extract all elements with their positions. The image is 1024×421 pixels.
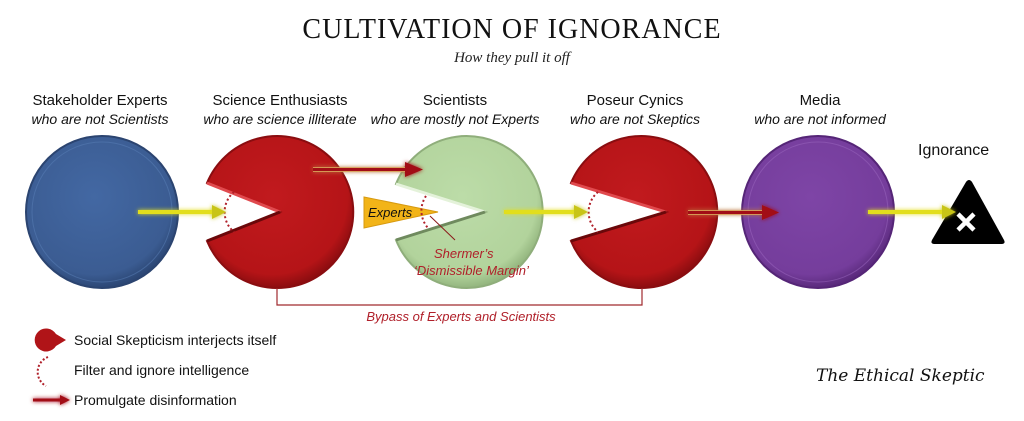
stage-description: who are not informed (754, 111, 886, 127)
warning-x-icon (931, 180, 1005, 244)
red-arrows (313, 162, 779, 220)
filter-arc-icon (223, 191, 235, 233)
stage-description: who are not Skeptics (570, 111, 700, 127)
stage-label-science-enthusiasts: Science Enthusiasts who are science illi… (180, 92, 380, 128)
legend-item-filter: Filter and ignore intelligence (74, 362, 250, 378)
bypass-bracket (276, 288, 643, 306)
stage-label-scientists: Scientists who are mostly not Experts (355, 92, 555, 128)
stage-description: who are science illiterate (203, 111, 357, 127)
legend-item-promulgate: Promulgate disinformation (74, 392, 237, 408)
red-arrow-2 (688, 205, 779, 220)
bypass-label: Bypass of Experts and Scientists (366, 309, 556, 324)
shermer-label-line1: Shermer’s (434, 246, 494, 261)
shermer-pointer-line (429, 215, 456, 241)
stage-label-stakeholder-experts: Stakeholder Experts who are not Scientis… (0, 92, 200, 128)
stage-name: Scientists (422, 92, 488, 109)
yellow-arrow-1 (138, 205, 226, 219)
dotted-arc-icon (36, 356, 49, 387)
yellow-arrow-2 (504, 205, 588, 219)
experts-wedge-label: Experts (368, 205, 413, 220)
pacman-science-enthusiasts (205, 135, 355, 289)
ignorance-label: Ignorance (918, 142, 990, 159)
diagram-subtitle: How they pull it off (454, 50, 570, 66)
stage-label-media: Media who are not informed (720, 92, 920, 128)
shermer-label-line2: ‘Dismissible Margin’ (414, 263, 530, 278)
signature: The Ethical Skeptic (816, 366, 985, 386)
stage-label-poseur-cynics: Poseur Cynics who are not Skeptics (535, 92, 735, 128)
yellow-arrow-3 (868, 205, 956, 219)
stage-name: Stakeholder Experts (32, 92, 168, 109)
experts-wedge (363, 195, 456, 241)
legend-item-social-skepticism: Social Skepticism interjects itself (74, 332, 277, 348)
stage-name: Poseur Cynics (586, 92, 684, 109)
stage-name: Science Enthusiasts (212, 92, 348, 109)
yellow-arrows (138, 205, 956, 219)
legend-icons (33, 328, 70, 405)
pacman-icon (34, 328, 66, 352)
filter-arc-icon (587, 191, 599, 233)
stage-description: who are mostly not Experts (370, 111, 540, 127)
red-arrow-icon (33, 395, 70, 405)
stage-name: Media (799, 92, 841, 109)
red-arrow-1 (313, 162, 423, 177)
stage-description: who are not Scientists (31, 111, 169, 127)
diagram-title: CULTIVATION OF IGNORANCE (302, 14, 722, 45)
